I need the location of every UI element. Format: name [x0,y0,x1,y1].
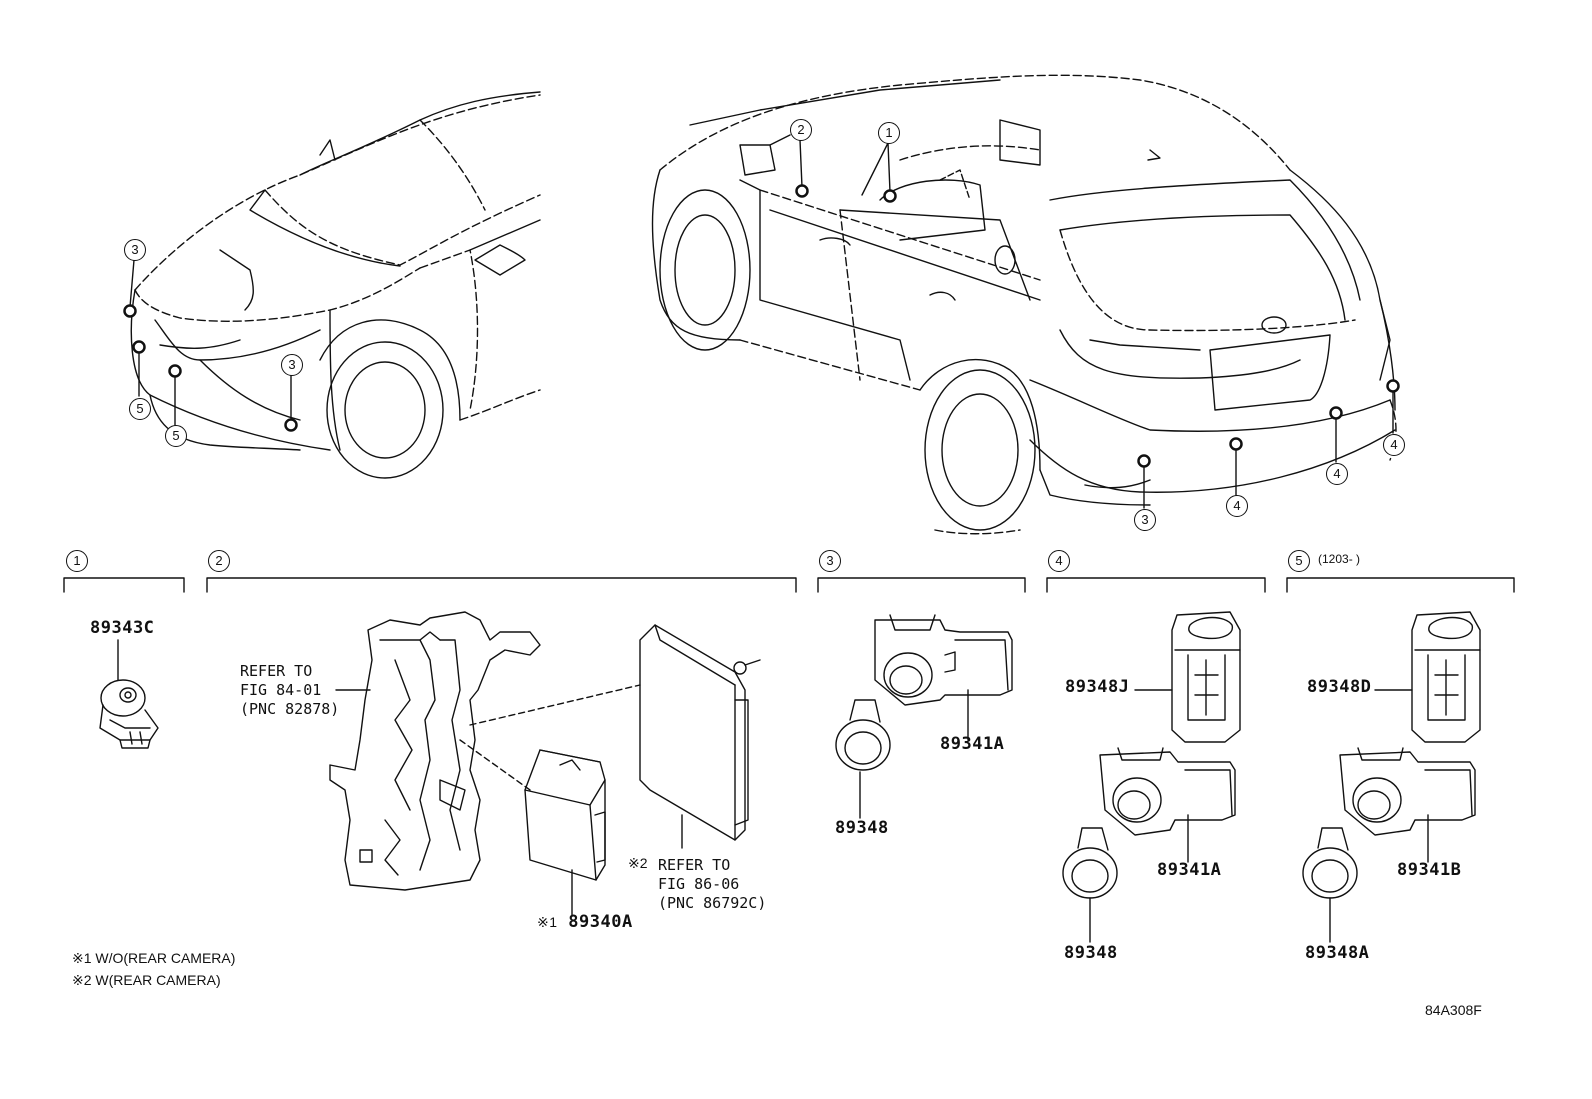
part-label-89343c[interactable]: 89343C [90,618,155,638]
part-label-89348j[interactable]: 89348J [1065,677,1130,697]
section-5-number: 5 [1288,550,1310,572]
callout-5-front-left: 5 [129,398,151,420]
callout-1-rear-car: 1 [878,122,900,144]
callout-3-front-upper: 3 [124,239,146,261]
part-label-89348-sec4[interactable]: 89348 [1064,943,1118,963]
refer-fig-84-01[interactable]: REFER TO FIG 84-01 (PNC 82878) [240,662,340,718]
refer-fig-86-06[interactable]: REFER TO FIG 86-06 (PNC 86792C) [658,856,767,912]
section-1-number: 1 [66,550,88,572]
car-callout-leaders [129,139,1394,509]
part-89343c-drawing [99,639,159,749]
part-label-89348a[interactable]: 89348A [1305,943,1370,963]
callout-4-rear-corner: 4 [1383,434,1405,456]
footnote-1: ※1 W/O(REAR CAMERA) [72,950,236,966]
note-mark-2: ※2 [628,855,648,871]
callout-5-front-center: 5 [165,425,187,447]
part-label-89341b[interactable]: 89341B [1397,860,1462,880]
section-5-date-range: (1203- ) [1318,552,1361,566]
ecu-ref-drawing [639,624,761,849]
ecu-89340a-drawing [524,749,606,916]
part-label-89341a-sec3[interactable]: 89341A [940,734,1005,754]
sensor-dots [123,184,1400,468]
part-label-89340a-text: 89340A [568,912,633,932]
callout-3-front-side: 3 [281,354,303,376]
part-label-89348-sec3[interactable]: 89348 [835,818,889,838]
section-4-number: 4 [1048,550,1070,572]
part-label-89341a-sec4[interactable]: 89341A [1157,860,1222,880]
callout-2-rear-car: 2 [790,119,812,141]
callout-4-rear-center: 4 [1226,495,1248,517]
section-2-number: 2 [208,550,230,572]
note-mark-1: ※1 [537,914,558,930]
section-3-number: 3 [819,550,841,572]
figure-code: 84A308F [1425,1002,1482,1018]
rear-car-drawing [651,74,1397,535]
section4-drawing [1062,611,1241,943]
section5-drawing [1302,611,1481,943]
section-brackets [63,577,1515,593]
part-label-89348d[interactable]: 89348D [1307,677,1372,697]
callout-4-rear-right: 4 [1326,463,1348,485]
front-car-drawing [130,91,541,479]
part-label-89340a[interactable]: ※1 89340A [537,912,633,932]
callout-3-rear-car: 3 [1134,509,1156,531]
bracket-drawing [329,611,641,891]
sensor-89341a-section3-drawing [835,614,1013,819]
footnote-2: ※2 W(REAR CAMERA) [72,972,221,988]
